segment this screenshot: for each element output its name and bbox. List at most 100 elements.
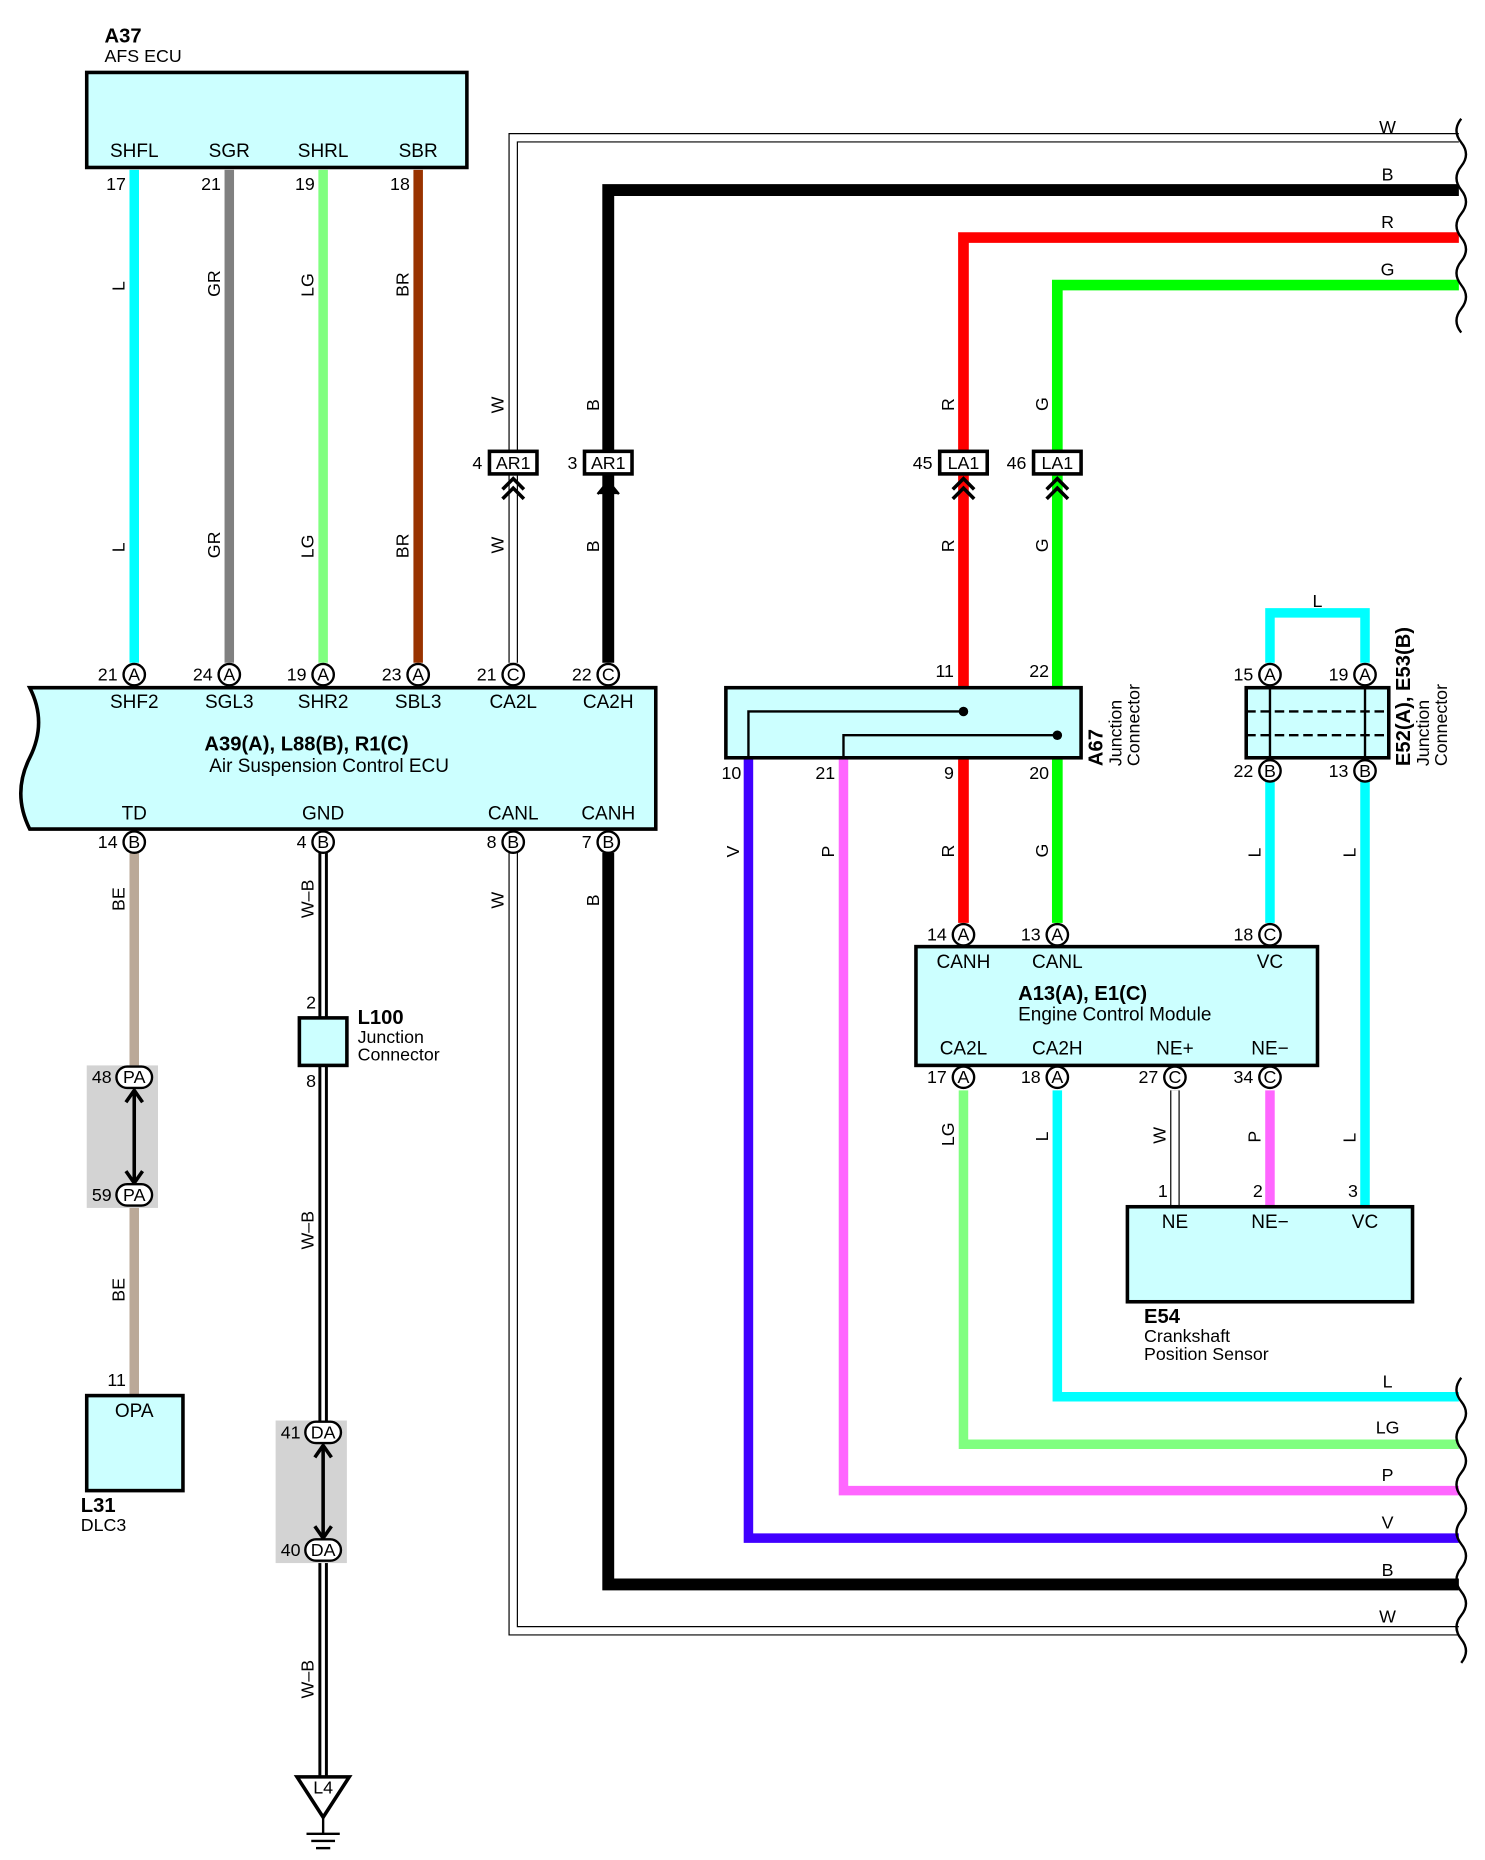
pin-label: CANL [488, 804, 539, 825]
wire-label: W–B [298, 880, 318, 919]
pin-number: 4 [297, 832, 307, 852]
edge-label: LG [1376, 1418, 1400, 1438]
connector-label: DA [311, 1540, 336, 1560]
right-edge-break-top [1455, 118, 1468, 334]
a39-top-pins: A 21 A 24 A 19 A 23 C 21 C 22 [98, 662, 621, 687]
pin-letter: B [507, 832, 519, 852]
connector-number: 45 [913, 453, 933, 473]
afs-ecu: A37 AFS ECU SHFL SGR SHRL SBR 17 21 19 1… [84, 26, 469, 194]
pin-number: 15 [1234, 665, 1254, 685]
wire-label: W [1149, 1127, 1169, 1144]
pin-number: 18 [1234, 925, 1254, 945]
pin-letter: C [602, 665, 615, 685]
pin-letter: C [1264, 925, 1277, 945]
connector-number: 4 [472, 453, 482, 473]
pin-letter: A [223, 665, 235, 685]
air-suspension-ecu: A39(A), L88(B), R1(C) Air Suspension Con… [19, 685, 658, 831]
connector-number: 48 [92, 1067, 112, 1087]
pin-number: 22 [1029, 661, 1049, 681]
pin-number: 2 [1253, 1181, 1263, 1201]
pin-letter: C [1264, 1067, 1277, 1087]
pin-number: 14 [927, 925, 947, 945]
wire-label: W [488, 396, 508, 413]
pin-number: 3 [1348, 1181, 1358, 1201]
pin-number: 1 [1158, 1181, 1168, 1201]
pin-letter: B [128, 832, 140, 852]
l100-label: Junction [358, 1027, 424, 1047]
l100-code: L100 [358, 1007, 404, 1029]
wire-label: L [1032, 1131, 1052, 1141]
wire-v [743, 757, 1459, 1543]
connector-number: 41 [281, 1422, 301, 1442]
pin-number: 9 [944, 763, 954, 783]
e52-label: Connector [1431, 684, 1451, 766]
wire-label: R [938, 539, 958, 552]
pin-letter: B [317, 832, 329, 852]
wire-label: BE [109, 887, 129, 911]
edge-label: B [1382, 165, 1394, 185]
pin-number: 14 [98, 832, 118, 852]
wire-label: L [1244, 848, 1264, 858]
pin-letter: A [128, 665, 140, 685]
l100-label: Connector [358, 1045, 440, 1065]
pin-number: 21 [815, 763, 835, 783]
connector-label: AR1 [591, 453, 626, 473]
wire-label: L [1340, 1133, 1360, 1143]
pin-label: SGL3 [205, 692, 254, 713]
pin-label: SHRL [298, 141, 349, 162]
pin-number: 24 [193, 665, 213, 685]
pin-label: CANH [937, 952, 991, 973]
wire-label: R [938, 845, 958, 858]
wire-l-ecm [1052, 1090, 1459, 1402]
pin-letter: A [958, 925, 970, 945]
pin-number: 2 [306, 992, 316, 1012]
wire-r [958, 232, 1459, 688]
wire-label: B [583, 399, 603, 411]
wire-label: W–B [298, 1660, 318, 1699]
pin-label: VC [1352, 1212, 1378, 1233]
e52-junction-connector: A 15 A 19 B 22 B 13 E52(A), E53(B) Junct… [1234, 627, 1451, 783]
wire-p [838, 757, 1459, 1496]
ground-code: L4 [313, 1777, 333, 1797]
pin-number: 23 [382, 665, 402, 685]
e54-code: E54 [1144, 1306, 1181, 1328]
air-suspension-ecu-name: Air Suspension Control ECU [209, 756, 449, 777]
wire-label: BR [393, 272, 413, 297]
edge-label: P [1382, 1465, 1394, 1485]
pin-label: CANL [1032, 952, 1083, 973]
l100-junction-connector: 2 8 L100 Junction Connector [297, 992, 440, 1091]
engine-control-module: A13(A), E1(C) Engine Control Module CANH… [914, 922, 1320, 1090]
e54-label: Crankshaft [1144, 1326, 1230, 1346]
pin-number: 11 [107, 1370, 126, 1390]
pin-number: 21 [477, 665, 497, 685]
e52-label: Junction [1413, 700, 1433, 766]
wire-label: B [583, 894, 603, 906]
connector-label: DA [311, 1422, 336, 1442]
wire-label: L [1313, 591, 1323, 611]
pin-label: NE− [1251, 1212, 1289, 1233]
pin-label: TD [122, 804, 147, 825]
pin-letter: A [958, 1067, 970, 1087]
wire-label: B [583, 540, 603, 552]
pin-number: 21 [201, 174, 221, 194]
a39-bottom-pins: B 14 B 4 B 8 B 7 [98, 830, 621, 854]
wire-l-e52-top [1265, 608, 1370, 663]
connector-number: 46 [1007, 453, 1027, 473]
afs-ecu-name: AFS ECU [105, 46, 182, 66]
wire-label: BR [393, 533, 413, 558]
pin-letter: A [1051, 925, 1063, 945]
edge-label: R [1381, 212, 1394, 232]
pin-label: NE+ [1156, 1039, 1194, 1060]
wire-label: GR [204, 270, 224, 297]
a67-label: Connector [1123, 684, 1143, 766]
pin-number: 10 [722, 763, 742, 783]
pin-letter: A [317, 665, 329, 685]
wire-label: GR [204, 531, 224, 558]
wire-label: L [109, 542, 129, 552]
pin-number: 19 [1329, 665, 1349, 685]
pin-letter: A [1051, 1067, 1063, 1087]
pin-number: 18 [390, 174, 410, 194]
pin-number: 8 [306, 1071, 316, 1091]
pin-letter: A [1264, 665, 1276, 685]
pin-label: VC [1257, 952, 1283, 973]
